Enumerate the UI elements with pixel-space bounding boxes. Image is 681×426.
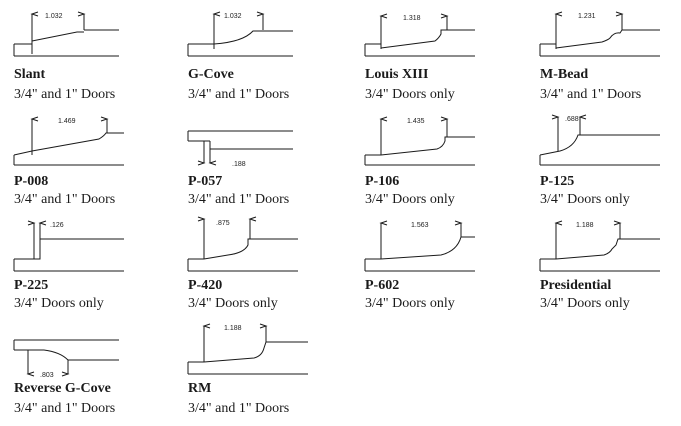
profile-name: RM: [188, 381, 212, 396]
profile-name: P-602: [365, 278, 400, 293]
profile-door-note: 3/4" and 1" Doors: [188, 401, 290, 416]
profile-name: P-225: [14, 278, 49, 293]
profile-name: P-008: [14, 174, 49, 189]
p-125-profile-drawing: .688: [539, 114, 660, 166]
m-bead-profile-drawing: 1.231: [539, 11, 660, 57]
dimension-label: 1.032: [45, 13, 63, 20]
profile-door-note: 3/4" Doors only: [365, 296, 455, 311]
dimension-label: .188: [232, 161, 246, 168]
profile-name: Reverse G-Cove: [14, 381, 111, 396]
dimension-label: 1.188: [224, 325, 242, 332]
p-057-profile-drawing: .188: [187, 130, 293, 168]
presidential-profile-drawing: 1.188: [539, 220, 660, 272]
dimension-label: 1.469: [58, 118, 76, 125]
dimension-label: .688: [565, 116, 579, 123]
profile-name: G-Cove: [188, 67, 234, 82]
profile-g-cove: 1.032 G-Cove 3/4" and 1" Doors: [187, 4, 348, 112]
profile-p-106: 1.435 P-106 3/4" Doors only: [364, 111, 525, 219]
profile-reverse-g-cove: .803 Reverse G-Cove 3/4" and 1" Doors: [13, 318, 174, 426]
profile-name: Slant: [14, 67, 46, 82]
profile-p-225: .126 P-225 3/4" Doors only: [13, 215, 174, 323]
profile-door-note: 3/4" Doors only: [365, 192, 455, 207]
dimension-label: 1.318: [403, 15, 421, 22]
p-225-profile-drawing: .126: [13, 220, 124, 272]
p-420-profile-drawing: .875: [187, 216, 298, 272]
profile-name: M-Bead: [540, 67, 589, 82]
g-cove-profile-drawing: 1.032: [187, 11, 293, 57]
profile-p-125: .688 P-125 3/4" Doors only: [539, 111, 681, 219]
dimension-label: 1.563: [411, 222, 429, 229]
p-602-profile-drawing: 1.563: [364, 220, 475, 272]
dimension-label: 1.435: [407, 118, 425, 125]
profile-door-note: 3/4" and 1" Doors: [14, 401, 116, 416]
profile-name: Presidential: [540, 278, 612, 293]
profile-door-note: 3/4" Doors only: [188, 296, 278, 311]
dimension-label: .803: [40, 372, 54, 379]
reverse-g-cove-profile-drawing: .803: [13, 339, 119, 379]
p-106-profile-drawing: 1.435: [364, 116, 475, 166]
profile-presidential: 1.188 Presidential 3/4" Doors only: [539, 215, 681, 323]
profile-name: Louis XIII: [365, 67, 429, 82]
p-008-profile-drawing: 1.469: [13, 116, 124, 166]
profile-p-057: .188 P-057 3/4" and 1" Doors: [187, 111, 348, 219]
profile-p-602: 1.563 P-602 3/4" Doors only: [364, 215, 525, 323]
dimension-label: .126: [50, 222, 64, 229]
profile-name: P-125: [540, 174, 575, 189]
profile-door-note: 3/4" Doors only: [540, 296, 630, 311]
profile-door-note: 3/4" Doors only: [540, 192, 630, 207]
profile-p-008: 1.469 P-008 3/4" and 1" Doors: [13, 111, 174, 219]
profile-name: P-106: [365, 174, 400, 189]
profile-name: P-420: [188, 278, 223, 293]
profile-door-note: 3/4" and 1" Doors: [14, 192, 116, 207]
profile-door-note: 3/4" and 1" Doors: [188, 192, 290, 207]
dimension-label: .875: [216, 220, 230, 227]
profile-slant: 1.032 Slant 3/4" and 1" Doors: [13, 4, 174, 112]
dimension-label: 1.032: [224, 13, 242, 20]
profile-p-420: .875 P-420 3/4" Doors only: [187, 215, 348, 323]
profile-rm: 1.188 RM 3/4" and 1" Doors: [187, 318, 348, 426]
profile-name: P-057: [188, 174, 223, 189]
dimension-label: 1.188: [576, 222, 594, 229]
profile-louis-xiii: 1.318 Louis XIII 3/4" Doors only: [364, 4, 525, 112]
louis-xiii-profile-drawing: 1.318: [364, 13, 475, 57]
profile-door-note: 3/4" Doors only: [365, 87, 455, 102]
rm-profile-drawing: 1.188: [187, 323, 308, 375]
slant-profile-drawing: 1.032: [13, 11, 119, 57]
profile-door-note: 3/4" and 1" Doors: [188, 87, 290, 102]
profile-door-note: 3/4" and 1" Doors: [14, 87, 116, 102]
profile-door-note: 3/4" and 1" Doors: [540, 87, 642, 102]
dimension-label: 1.231: [578, 13, 596, 20]
profile-m-bead: 1.231 M-Bead 3/4" and 1" Doors: [539, 4, 681, 112]
profile-door-note: 3/4" Doors only: [14, 296, 104, 311]
